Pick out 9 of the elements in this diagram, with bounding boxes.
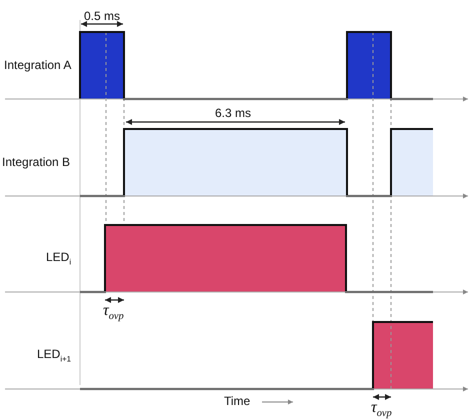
dimension-label: 0.5 ms [84,10,120,22]
axis-label: Time [224,395,250,407]
dimension-label: 6.3 ms [215,107,252,119]
signal-label: Integration A [4,59,72,71]
dimension-label: τ$_{ovp}$ [371,400,392,419]
signal-label: LED$_{i}$ [46,251,72,266]
dimension-label: τ$_{ovp}$ [103,303,124,323]
signal-label: Integration B [2,156,70,168]
signal-label: LED$_{i+1}$ [37,348,71,364]
